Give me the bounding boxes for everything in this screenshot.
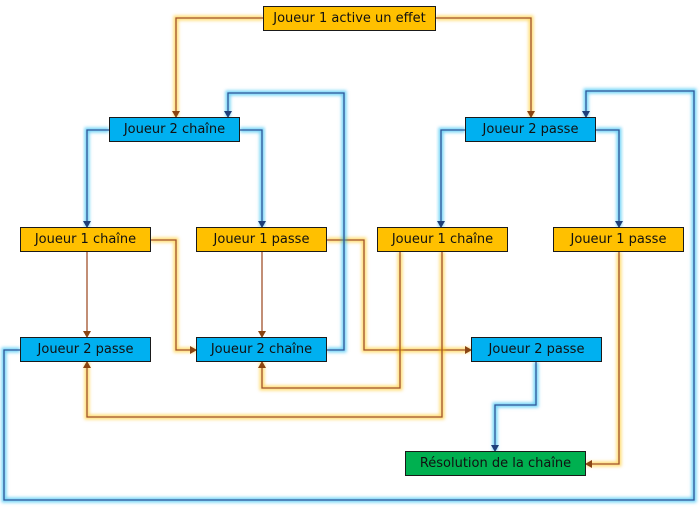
node-chain-resolution: Résolution de la chaîne bbox=[405, 451, 586, 476]
connector-arrow-n6-n8 bbox=[83, 252, 443, 418]
connector-arrow-n6-n9 bbox=[258, 252, 401, 389]
connector-arrow-n3-n7 bbox=[596, 129, 623, 228]
connector-glow-n2-n5 bbox=[240, 127, 265, 227]
connector-glow-n6-n9 bbox=[259, 252, 403, 391]
connector-arrow-n7-n11 bbox=[585, 252, 620, 468]
node-player2-passes-right: Joueur 2 passe bbox=[465, 117, 596, 142]
connector-arrow-n3-n6 bbox=[437, 129, 465, 228]
connector-glow-n3-n7 bbox=[596, 127, 622, 227]
connector-arrow-n8-n3 bbox=[3, 90, 695, 501]
connector-arrow-n2-n5 bbox=[240, 129, 266, 228]
connector-arrow-n2-n4 bbox=[83, 129, 109, 228]
node-player2-chains-left: Joueur 2 chaîne bbox=[109, 117, 240, 142]
connector-arrow-n1-n2 bbox=[172, 17, 263, 118]
connector-arrow-n10-n11 bbox=[491, 362, 537, 452]
node-player2-passes-b: Joueur 2 passe bbox=[471, 337, 602, 362]
connector-glow-n8-n3 bbox=[1, 88, 697, 503]
connector-glow-n1-n2 bbox=[173, 15, 263, 117]
node-player1-passes-a: Joueur 1 passe bbox=[196, 227, 327, 252]
connector-arrow-n1-n3 bbox=[436, 17, 535, 118]
connector-arrow-n9-n2 bbox=[224, 92, 345, 351]
connector-glow-n10-n11 bbox=[492, 362, 539, 451]
node-player1-chains-b: Joueur 1 chaîne bbox=[377, 227, 508, 252]
connector-glow-n4-n9 bbox=[151, 237, 196, 353]
node-player1-chains-a: Joueur 1 chaîne bbox=[20, 227, 151, 252]
node-player2-passes-a: Joueur 2 passe bbox=[20, 337, 151, 362]
connector-glow-n1-n3 bbox=[436, 15, 534, 117]
connector-arrow-n4-n9 bbox=[151, 239, 197, 354]
connector-glow-n3-n6 bbox=[438, 127, 465, 227]
node-player1-activates-effect: Joueur 1 active un effet bbox=[263, 6, 436, 31]
node-player2-chains-bottom: Joueur 2 chaîne bbox=[196, 337, 327, 362]
connector-glow-n2-n4 bbox=[84, 127, 109, 227]
node-player1-passes-b: Joueur 1 passe bbox=[553, 227, 684, 252]
